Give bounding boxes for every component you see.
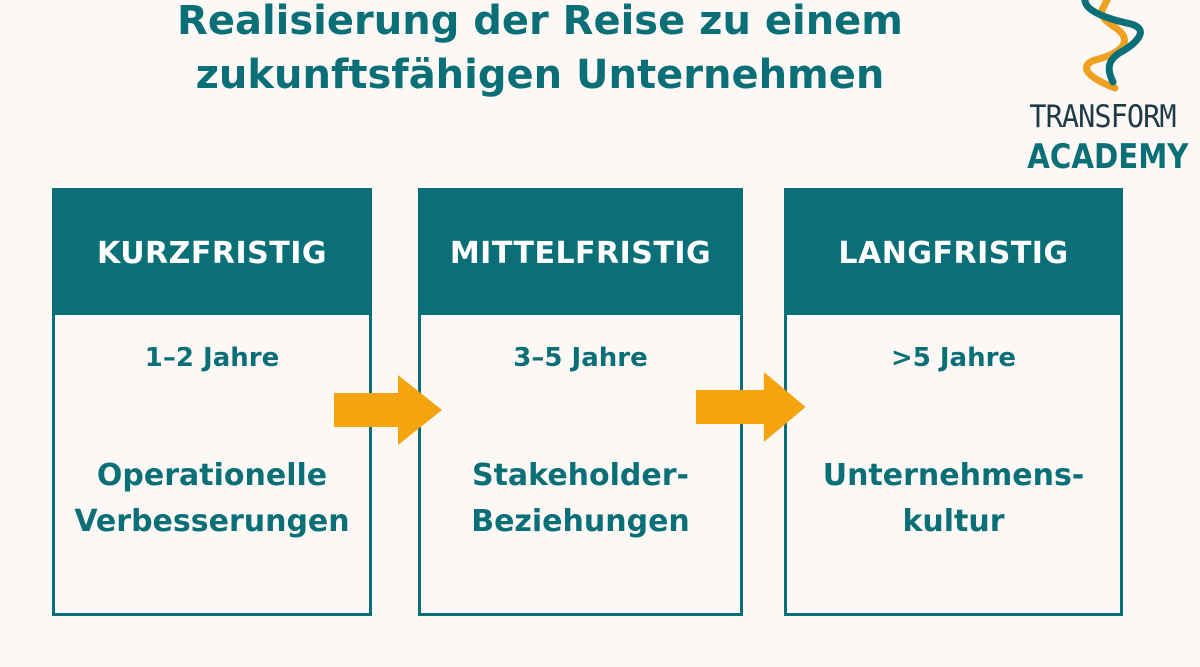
title-line-2: zukunftsfähigen Unternehmen bbox=[195, 52, 885, 98]
phase-focus: Operationelle Verbesserungen bbox=[55, 453, 369, 545]
phase-card-short-term: KURZFRISTIG 1–2 Jahre Operationelle Verb… bbox=[52, 188, 372, 616]
phase-period: >5 Jahre bbox=[890, 343, 1017, 373]
double-helix-swirl-icon bbox=[1081, 0, 1144, 92]
phase-period: 3–5 Jahre bbox=[513, 343, 648, 373]
title-line-1: Realisierung der Reise zu einem bbox=[177, 0, 903, 44]
phase-focus: Unternehmens- kultur bbox=[787, 453, 1120, 545]
transform-academy-logo: TRANSFORM ACADEMY bbox=[1015, 0, 1190, 185]
arrow-right-icon bbox=[334, 375, 442, 445]
phase-focus-line-2: Beziehungen bbox=[471, 504, 690, 539]
phase-header: MITTELFRISTIG bbox=[421, 191, 740, 315]
phase-period: 1–2 Jahre bbox=[144, 343, 280, 373]
phase-header: KURZFRISTIG bbox=[55, 191, 369, 315]
logo-text-transform: TRANSFORM bbox=[1029, 99, 1176, 135]
phase-focus-line-2: kultur bbox=[902, 504, 1005, 539]
page-title: Realisierung der Reise zu einem zukunfts… bbox=[120, 0, 960, 102]
phase-focus-line-1: Operationelle bbox=[96, 458, 328, 493]
phase-header: LANGFRISTIG bbox=[787, 191, 1120, 315]
phase-card-long-term: LANGFRISTIG >5 Jahre Unternehmens- kultu… bbox=[784, 188, 1123, 616]
phase-focus-line-1: Stakeholder- bbox=[471, 458, 689, 493]
arrow-right-icon bbox=[696, 372, 806, 442]
phase-card-medium-term: MITTELFRISTIG 3–5 Jahre Stakeholder- Bez… bbox=[418, 188, 743, 616]
phase-focus-line-1: Unternehmens- bbox=[822, 458, 1085, 493]
logo-text-academy: ACADEMY bbox=[1027, 137, 1189, 177]
phase-focus: Stakeholder- Beziehungen bbox=[421, 453, 740, 545]
phase-focus-line-2: Verbesserungen bbox=[74, 504, 350, 539]
